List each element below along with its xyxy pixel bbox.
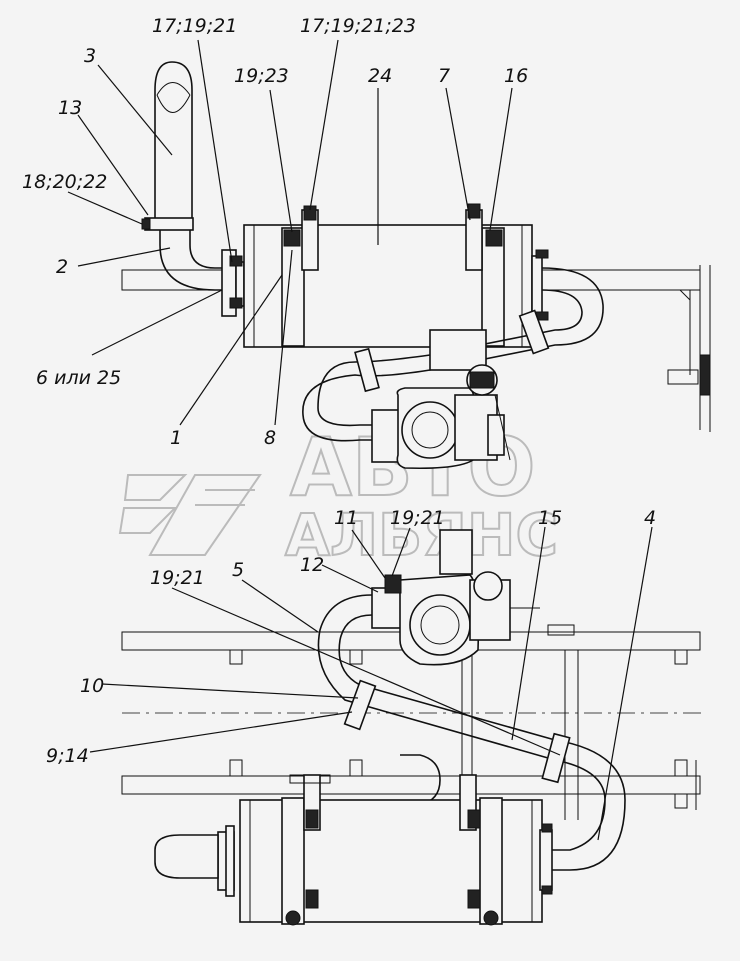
label-19-21-a: 19;21 xyxy=(390,507,445,529)
label-2: 2 xyxy=(56,256,68,278)
loop-clamp-1 xyxy=(518,309,550,355)
loop-clamp-2 xyxy=(354,347,380,393)
clamp-9-14 xyxy=(541,732,571,784)
strap-bottom-left xyxy=(281,797,305,925)
label-9-14: 9;14 xyxy=(46,745,89,767)
frame-rail-bottom xyxy=(121,775,701,795)
strap-left xyxy=(281,227,305,347)
label-1: 1 xyxy=(170,427,182,449)
watermark-line2: АЛЬЯНС xyxy=(285,501,558,569)
label-24: 24 xyxy=(368,65,392,87)
callout-labels: 17;19;21 17;19;21;23 19;23 24 7 16 3 13 … xyxy=(22,15,656,767)
label-4: 4 xyxy=(644,507,656,529)
strap-right xyxy=(481,227,505,347)
watermark-logo-icon xyxy=(118,474,262,556)
leader-lines xyxy=(67,39,653,841)
stack-clamp xyxy=(144,217,194,231)
label-8: 8 xyxy=(264,427,276,449)
clamp-10 xyxy=(343,679,377,731)
strap-bottom-right xyxy=(479,797,503,925)
label-10: 10 xyxy=(80,675,104,697)
label-11: 11 xyxy=(334,507,358,529)
label-6-or-25: 6 или 25 xyxy=(36,367,121,389)
label-13: 13 xyxy=(58,97,82,119)
label-19-21-b: 19;21 xyxy=(150,567,205,589)
label-17-19-21: 17;19;21 xyxy=(152,15,237,37)
tailpipe-bottom xyxy=(154,834,219,879)
top-assembly xyxy=(121,61,711,470)
flange-right xyxy=(531,255,543,319)
label-5: 5 xyxy=(232,559,244,581)
label-16: 16 xyxy=(504,65,528,87)
label-18-20-22: 18;20;22 xyxy=(22,171,107,193)
label-7: 7 xyxy=(438,65,450,87)
turbocharger-bottom xyxy=(371,529,540,666)
turbocharger-top xyxy=(371,329,511,470)
bracket-right xyxy=(667,369,699,385)
label-12: 12 xyxy=(300,554,324,576)
label-19-23: 19;23 xyxy=(234,65,289,87)
label-3: 3 xyxy=(84,45,96,67)
pipe-loop-top xyxy=(302,267,604,442)
pipe-2 xyxy=(159,230,225,291)
label-15: 15 xyxy=(538,507,562,529)
label-17-19-21-23: 17;19;21;23 xyxy=(300,15,416,37)
bottom-assembly xyxy=(121,529,705,926)
exhaust-stack xyxy=(154,61,193,226)
